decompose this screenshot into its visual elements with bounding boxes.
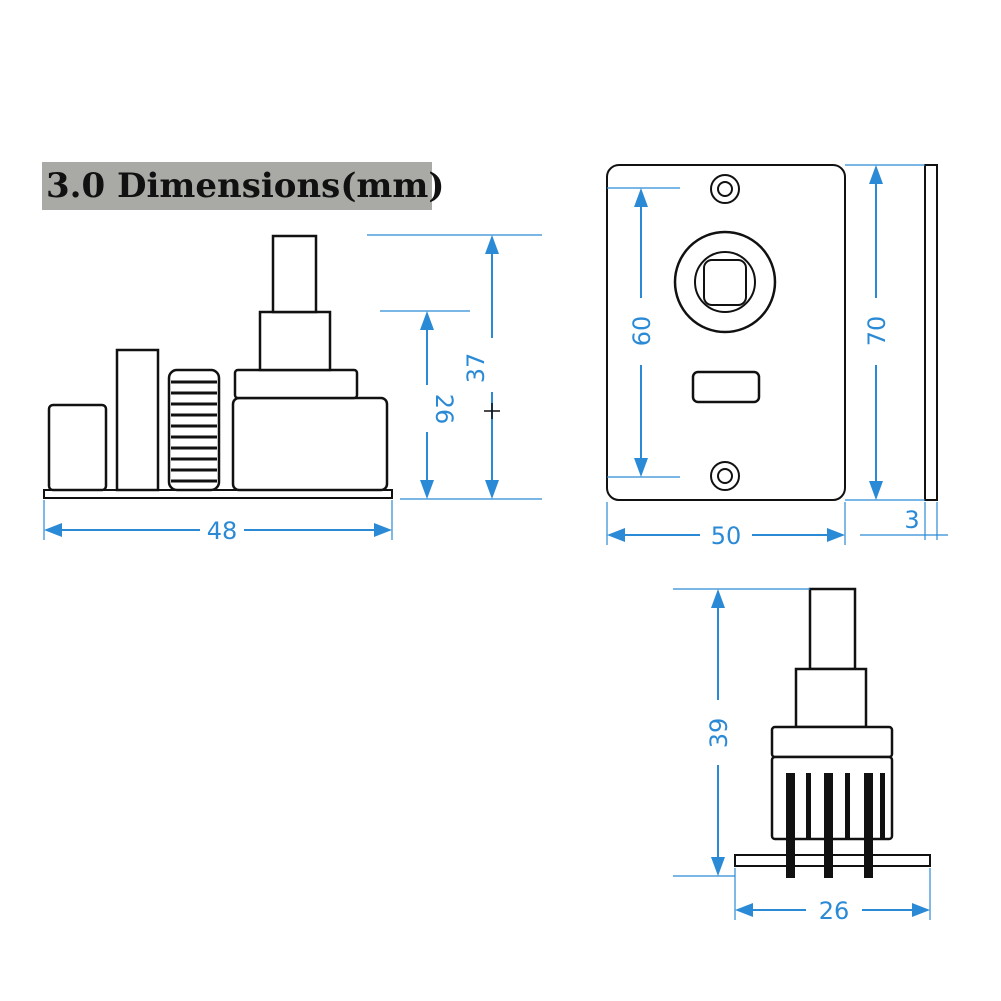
side-ribbed-knob [167, 368, 221, 492]
front-height-label: 70 [863, 316, 891, 347]
bottom-bushing [794, 667, 868, 729]
bottom-shaft [808, 587, 857, 671]
side-total-height-dimension: 37 [367, 234, 542, 500]
side-tall-block [115, 348, 160, 492]
page-title: 3.0 Dimensions(mm) [46, 166, 445, 206]
front-hole-spacing-dimension: 60 [607, 187, 680, 478]
side-total-height-label: 37 [462, 353, 490, 384]
front-height-dimension: 70 [845, 164, 925, 501]
front-slot [691, 370, 761, 404]
title-background [42, 162, 432, 210]
bottom-height-label: 39 [705, 718, 733, 749]
side-width-dimension: 48 [43, 500, 393, 545]
front-shaft-flat [703, 259, 747, 306]
front-thickness-label: 3 [904, 506, 919, 534]
bottom-width-dimension: 26 [734, 868, 931, 925]
front-thickness-dimension: 3 [860, 502, 948, 540]
side-inner-height-dimension: 26 [380, 310, 470, 499]
front-hole-spacing-label: 60 [628, 316, 656, 347]
side-switch-shaft [271, 234, 318, 314]
side-switch-bushing [258, 310, 332, 372]
bottom-view [734, 587, 931, 878]
bottom-terminals [786, 773, 885, 878]
front-width-dimension: 50 [606, 502, 846, 550]
front-view [606, 164, 938, 501]
bottom-collar [770, 725, 894, 759]
side-base-plate [43, 489, 393, 499]
side-switch-collar [233, 368, 359, 400]
bottom-height-dimension: 39 [673, 588, 810, 877]
bottom-width-label: 26 [819, 897, 850, 925]
side-inner-height-label: 26 [430, 394, 458, 425]
front-width-label: 50 [711, 522, 742, 550]
side-width-label: 48 [207, 517, 238, 545]
side-switch-body [231, 396, 389, 492]
front-plate-side-edge [924, 164, 938, 501]
side-left-block [47, 403, 108, 492]
side-view [43, 234, 393, 499]
